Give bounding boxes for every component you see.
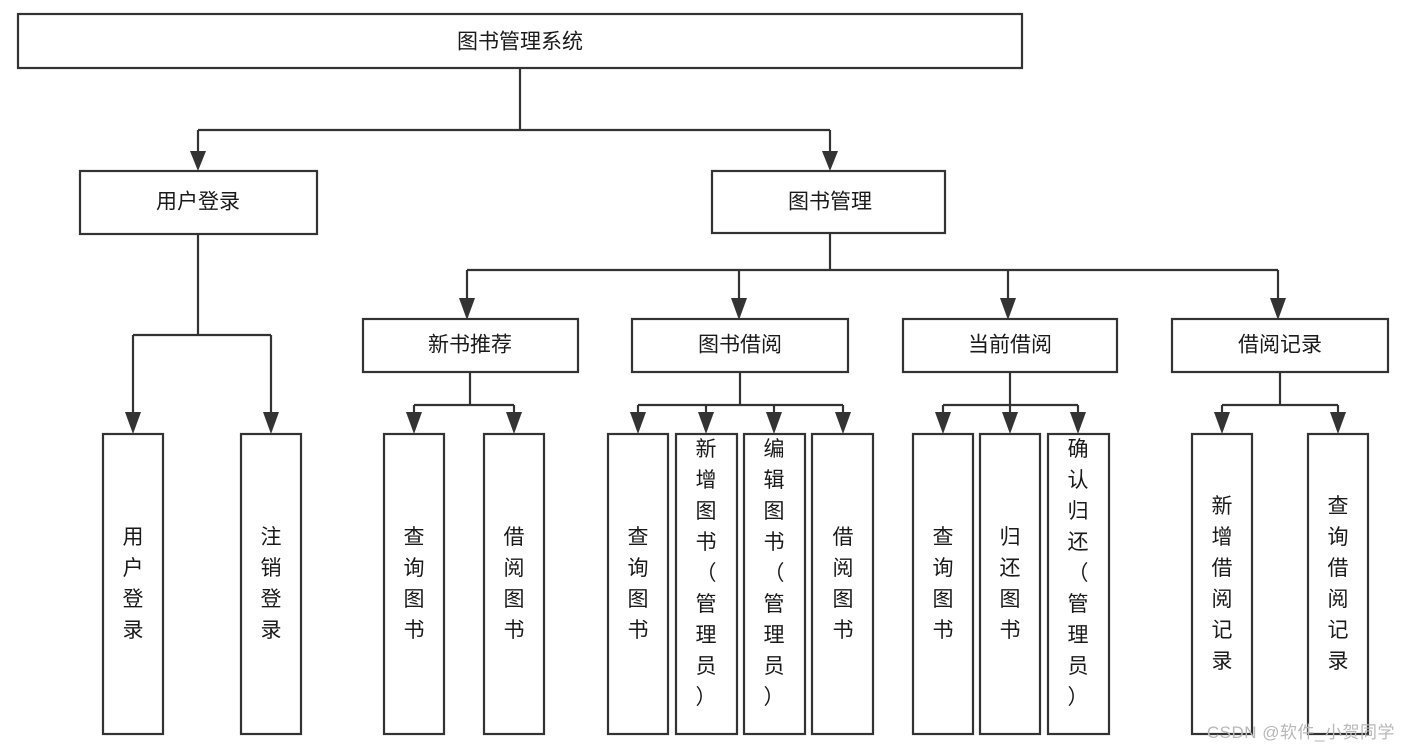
arrow-head-newbook-leaf-1: [406, 412, 422, 434]
leaf-current-return-book-label: 归还图书: [1000, 526, 1021, 642]
arrow-head-current-leaf-1: [935, 412, 951, 434]
leaf-new-book-query-label: 查询图书: [404, 526, 425, 642]
leaf-current-return-book-box[interactable]: [978, 432, 1042, 736]
node-current-borrow[interactable]: 当前借阅: [901, 317, 1119, 374]
arrow-head-newbook-leaf-2: [506, 412, 522, 434]
arrow-head-current-borrow: [1000, 298, 1016, 320]
node-borrow-record-label: 借阅记录: [1238, 334, 1322, 357]
leaf-new-book-borrow-box[interactable]: [482, 432, 546, 736]
node-current-borrow-box[interactable]: [901, 317, 1119, 374]
leaf-borrow-edit-book[interactable]: 编辑图书（管理员）: [742, 432, 807, 736]
leaf-record-query-record-label: 查询借阅记录: [1328, 495, 1349, 673]
leaf-new-book-query[interactable]: 查询图书: [382, 432, 446, 736]
node-new-book-recommend[interactable]: 新书推荐: [361, 317, 580, 374]
node-user-login-label: 用户登录: [156, 191, 240, 214]
leaf-user-login-login-box[interactable]: [101, 432, 165, 736]
node-book-borrow[interactable]: 图书借阅: [630, 317, 850, 374]
node-user-login[interactable]: 用户登录: [78, 169, 319, 236]
leaf-borrow-add-book[interactable]: 新增图书（管理员）: [674, 432, 739, 736]
leaf-borrow-add-book-label: 新增图书（管理员）: [696, 438, 717, 709]
node-root-box[interactable]: [16, 12, 1024, 70]
leaf-current-return-book[interactable]: 归还图书: [978, 432, 1042, 736]
arrow-head-current-leaf-3: [1070, 412, 1086, 434]
connector-layer: [125, 68, 1346, 434]
leaf-record-query-record-box[interactable]: [1306, 432, 1370, 736]
leaf-current-confirm-return[interactable]: 确认归还（管理员）: [1046, 432, 1111, 736]
node-book-management[interactable]: 图书管理: [710, 169, 947, 235]
node-root[interactable]: 图书管理系统: [16, 12, 1024, 70]
arrow-head-book-mgmt: [822, 151, 838, 171]
node-book-management-box[interactable]: [710, 169, 947, 235]
arrow-head-borrow-record: [1270, 298, 1286, 320]
csdn-watermark: CSDN @软件_小贺同学: [1206, 723, 1395, 742]
arrow-head-borrow-leaf-2: [698, 412, 714, 434]
node-book-borrow-box[interactable]: [630, 317, 850, 374]
arrow-head-leaf-user-login: [125, 412, 141, 434]
node-root-label: 图书管理系统: [457, 31, 583, 54]
node-book-management-label: 图书管理: [788, 191, 872, 214]
arrow-head-new-book-rec: [459, 298, 475, 320]
node-new-book-recommend-box[interactable]: [361, 317, 580, 374]
node-book-borrow-label: 图书借阅: [698, 334, 782, 357]
leaf-current-confirm-return-label: 确认归还（管理员）: [1068, 438, 1089, 709]
leaf-new-book-query-box[interactable]: [382, 432, 446, 736]
leaf-borrow-borrow-book-label: 借阅图书: [833, 526, 854, 642]
arrow-head-record-leaf-2: [1330, 412, 1346, 434]
leaf-user-login-logout-label: 注销登录: [261, 526, 282, 642]
leaf-new-book-borrow[interactable]: 借阅图书: [482, 432, 546, 736]
leaf-record-query-record[interactable]: 查询借阅记录: [1306, 432, 1370, 736]
leaf-user-login-logout-box[interactable]: [239, 432, 303, 736]
leaf-borrow-query-book-label: 查询图书: [628, 526, 649, 642]
node-borrow-record[interactable]: 借阅记录: [1170, 317, 1390, 374]
leaf-borrow-add-book-box[interactable]: [674, 432, 739, 736]
leaf-record-add-record-label: 新增借阅记录: [1212, 495, 1233, 673]
leaf-borrow-edit-book-label: 编辑图书（管理员）: [764, 438, 785, 709]
leaf-borrow-query-book-box[interactable]: [606, 432, 670, 736]
leaf-current-query-book[interactable]: 查询图书: [911, 432, 975, 736]
node-new-book-recommend-label: 新书推荐: [428, 334, 512, 357]
node-current-borrow-label: 当前借阅: [968, 334, 1052, 357]
arrow-head-current-leaf-2: [1002, 412, 1018, 434]
arrow-head-leaf-logout: [263, 412, 279, 434]
arrow-head-user-login: [190, 151, 206, 171]
leaf-borrow-borrow-book[interactable]: 借阅图书: [810, 432, 875, 736]
arrow-head-book-borrow: [731, 298, 747, 320]
leaf-current-confirm-return-box[interactable]: [1046, 432, 1111, 736]
arrow-head-borrow-leaf-1: [630, 412, 646, 434]
arrow-head-borrow-leaf-3: [766, 412, 782, 434]
leaf-user-login-login-label: 用户登录: [123, 526, 144, 642]
arrow-head-record-leaf-1: [1214, 412, 1230, 434]
leaf-borrow-edit-book-box[interactable]: [742, 432, 807, 736]
leaf-user-login-logout[interactable]: 注销登录: [239, 432, 303, 736]
node-borrow-record-box[interactable]: [1170, 317, 1390, 374]
leaf-current-query-book-label: 查询图书: [933, 526, 954, 642]
leaf-record-add-record-box[interactable]: [1190, 432, 1254, 736]
leaf-record-add-record[interactable]: 新增借阅记录: [1190, 432, 1254, 736]
leaf-borrow-borrow-book-box[interactable]: [810, 432, 875, 736]
leaf-borrow-query-book[interactable]: 查询图书: [606, 432, 670, 736]
node-user-login-box[interactable]: [78, 169, 319, 236]
leaf-user-login-login[interactable]: 用户登录: [101, 432, 165, 736]
leaf-current-query-book-box[interactable]: [911, 432, 975, 736]
leaf-new-book-borrow-label: 借阅图书: [504, 526, 525, 642]
arrow-head-borrow-leaf-4: [835, 412, 851, 434]
